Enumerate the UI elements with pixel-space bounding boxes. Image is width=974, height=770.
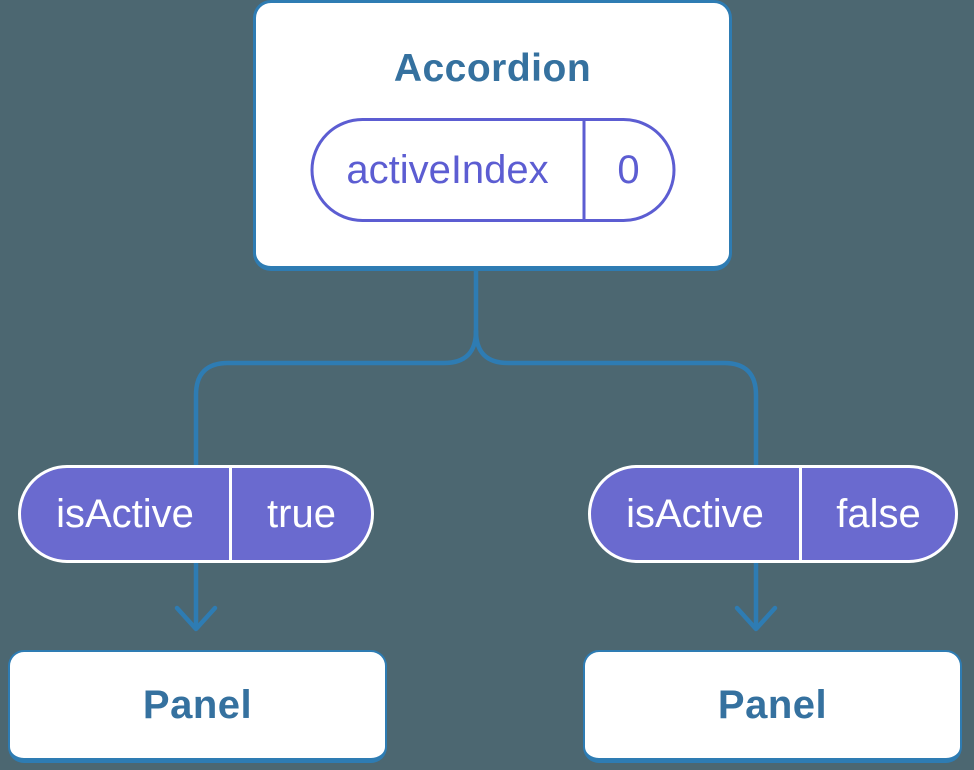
pill-divider [799,468,802,560]
pill-divider [229,468,232,560]
accordion-title: Accordion [393,47,592,90]
accordion-component-box: Accordion activeIndex 0 [253,0,732,271]
prop-value: true [267,491,336,536]
prop-pill: isActive true [18,465,374,563]
pill-divider [582,121,585,219]
arrow-down-icon [174,605,218,632]
state-pill: activeIndex 0 [310,118,675,222]
panel-component-box: Panel [8,650,387,763]
prop-name: isActive [56,491,194,536]
panel-component-box: Panel [583,650,962,763]
prop-name: isActive [626,491,764,536]
state-value: 0 [617,147,640,192]
prop-value: false [836,491,921,536]
state-name: activeIndex [346,147,549,192]
prop-pill: isActive false [588,465,958,563]
arrow-down-icon [734,605,778,632]
tree-branch-right-line [473,328,759,629]
tree-branch-left-line [193,328,479,629]
